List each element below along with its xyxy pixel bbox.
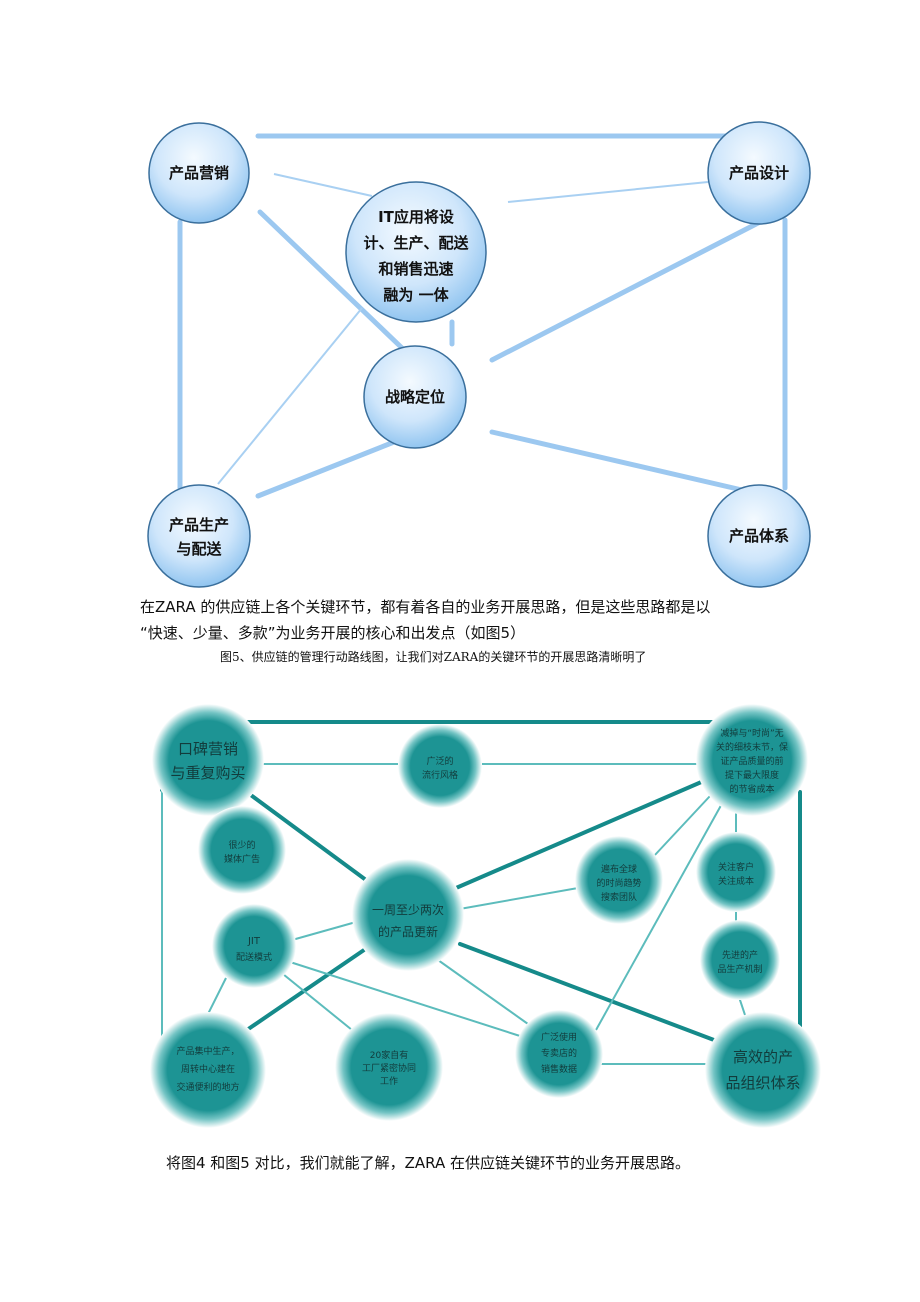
f5-edge-weekly-efficient (458, 942, 716, 1042)
f5-node-few-ads (198, 806, 286, 894)
f5-label-ads-2: 媒体广告 (224, 853, 260, 865)
f5-label-mouth-2: 与重复购买 (170, 764, 245, 782)
f5-edge-global-detail (653, 795, 711, 857)
f5-node-central-production (150, 1012, 266, 1128)
node-strategy (363, 345, 467, 449)
node-marketing (148, 122, 250, 224)
node-production (147, 484, 251, 588)
edge-production-strategy (255, 439, 397, 499)
f5-node-focus-cost (696, 832, 776, 912)
f5-label-popular-1: 广泛的 (426, 755, 453, 767)
f5-label-mouth-1: 口碑营销 (178, 740, 238, 758)
label-it-4: 融为 一体 (383, 286, 449, 304)
node-design (707, 121, 811, 225)
f5-label-detail-4: 提下最大限度 (725, 769, 779, 781)
label-it-3: 和销售迅速 (378, 260, 453, 278)
figure5-caption: 图5、供应链的管理行动路线图，让我们对ZARA的关键环节的开展思路清晰明了 (220, 650, 647, 664)
f5-node-advanced-mech (700, 920, 780, 1000)
f5-label-efficient-2: 品组织体系 (725, 1074, 800, 1092)
f5-label-popular-2: 流行风格 (422, 769, 458, 781)
f5-label-weekly-2: 的产品更新 (378, 924, 438, 939)
f5-edge-jit-store (289, 961, 521, 1037)
f5-label-detail-2: 关的细枝末节，保 (716, 741, 788, 753)
f5-edge-advanced-efficient (737, 993, 747, 1019)
f5-label-detail-5: 的节省成本 (729, 783, 774, 795)
f5-label-global-2: 的时尚趋势 (596, 877, 641, 889)
node-system (707, 484, 811, 588)
paragraph-2: 将图4 和图5 对比，我们就能了解，ZARA 在供应链关键环节的业务开展思路。 (166, 1154, 691, 1172)
f5-node-efficient-org (705, 1012, 821, 1128)
f5-label-focus-1: 关注客户 (718, 861, 754, 873)
f5-label-efficient-1: 高效的产 (733, 1048, 793, 1066)
label-it-1: IT应用将设 (378, 208, 454, 226)
f5-label-factories-2: 工厂紧密协同 (362, 1062, 416, 1074)
edge-design-it (507, 181, 709, 203)
f5-label-focus-2: 关注成本 (718, 875, 754, 887)
f5-label-store-1: 广泛使用 (541, 1031, 577, 1043)
node-it (345, 181, 487, 323)
f5-label-jit-1: JIT (247, 936, 261, 947)
f5-edge-weekly-global (453, 887, 579, 911)
paragraph-1: 在ZARA 的供应链上各个关键环节，都有着各自的业务开展思路，但是这些思路都是以… (140, 594, 710, 646)
edge-marketing-it (273, 173, 373, 197)
f5-label-jit-2: 配送模式 (236, 951, 272, 963)
f5-label-detail-3: 证产品质量的前 (720, 755, 783, 767)
label-production-2: 与配送 (176, 540, 222, 558)
f5-label-store-3: 销售数据 (541, 1063, 577, 1075)
f5-node-factories (335, 1013, 443, 1121)
f5-label-weekly-1: 一周至少两次 (372, 903, 444, 917)
f5-edge-weekly-central (242, 948, 366, 1034)
f5-node-weekly-update (352, 859, 464, 971)
figure4-diagram: 产品营销 产品设计 IT应用将设 计、生产、配送 和销售迅速 融为 一体 战略定… (147, 121, 811, 588)
f5-label-global-3: 搜索团队 (601, 891, 637, 903)
f5-label-factories-1: 20家自有 (370, 1049, 408, 1061)
f5-label-global-1: 遍布全球 (601, 863, 637, 875)
f5-label-ads-1: 很少的 (228, 839, 255, 851)
f5-node-store-data (515, 1010, 603, 1098)
label-design: 产品设计 (729, 164, 789, 182)
f5-node-popular-style (398, 724, 482, 808)
f5-label-factories-3: 工作 (380, 1075, 398, 1087)
f5-label-central-2: 周转中心建在 (181, 1063, 235, 1075)
f5-label-central-3: 交通便利的地方 (176, 1081, 239, 1093)
f5-node-global-team (575, 836, 663, 924)
label-strategy: 战略定位 (385, 388, 445, 406)
f5-edge-weekly-store (437, 959, 529, 1025)
f5-edge-mouth-ads (221, 805, 235, 819)
f5-label-detail-1: 减掉与“时尚”无 (720, 727, 783, 739)
label-marketing: 产品营销 (169, 164, 229, 182)
f5-edge-jit-factories (277, 969, 353, 1031)
f5-edge-store-detail (595, 799, 725, 1031)
f5-label-advanced-1: 先进的产 (722, 949, 758, 961)
f5-label-central-1: 产品集中生产， (176, 1045, 239, 1057)
f5-edge-weekly-detail (454, 778, 708, 890)
paragraph-1-line-1: 在ZARA 的供应链上各个关键环节，都有着各自的业务开展思路，但是这些思路都是以 (140, 598, 711, 616)
label-production-1: 产品生产 (169, 516, 229, 534)
paragraph-1-line-2: “快速、少量、多款”为业务开展的核心和出发点（如图5） (140, 624, 526, 642)
f5-node-word-of-mouth (152, 704, 264, 816)
edge-production-it (217, 307, 363, 485)
edge-marketing-strategy (257, 209, 405, 351)
label-system: 产品体系 (729, 527, 789, 545)
label-it-2: 计、生产、配送 (363, 234, 469, 252)
f5-label-store-2: 专卖店的 (541, 1047, 577, 1059)
f5-label-advanced-2: 品生产机制 (717, 963, 762, 975)
f5-node-jit (212, 904, 296, 988)
edge-system-strategy (489, 429, 745, 493)
f5-node-detail (696, 704, 808, 816)
edge-design-strategy (489, 219, 763, 363)
f5-edge-weekly-jit (291, 921, 357, 941)
f5-edge-jit-central (203, 977, 227, 1023)
f5-edge-mouth-weekly (242, 788, 368, 882)
